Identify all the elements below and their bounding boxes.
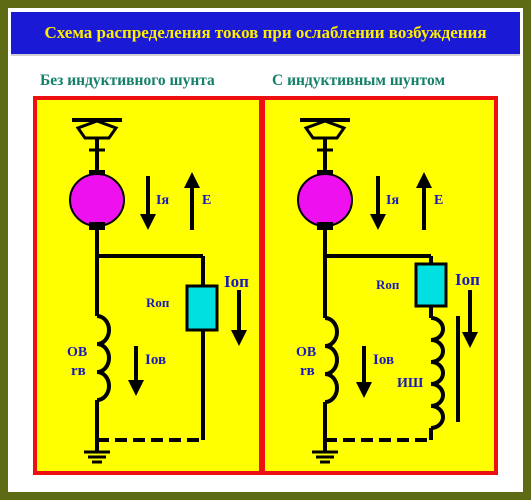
label-rv: rв (300, 363, 315, 379)
page-title: Схема распределения токов при ослаблении… (44, 23, 487, 42)
label-ov: ОВ (296, 345, 316, 360)
label-ov: ОВ (67, 345, 87, 360)
label-ish: ИШ (397, 376, 424, 391)
right-circuit: Iя E Rоп Iоп ОВ rв Iов ИШ (296, 118, 480, 464)
label-rop: Rоп (376, 277, 400, 292)
inductor-coil-icon (96, 314, 111, 402)
label-ia: Iя (156, 193, 169, 208)
label-iov: Iов (373, 352, 394, 368)
inductor-coil-icon (324, 316, 339, 404)
motor-icon (297, 170, 353, 230)
label-rop: Rоп (146, 295, 170, 310)
motor-icon (69, 170, 125, 230)
label-e: E (434, 193, 443, 208)
ground-icon (312, 440, 338, 464)
pantograph-icon (72, 118, 122, 172)
ground-icon (84, 440, 110, 464)
label-iop: Iоп (224, 272, 249, 291)
label-rv: rв (71, 363, 86, 379)
left-circuit: Iя E Rоп Iоп ОВ rв Iов (67, 118, 249, 464)
shunt-inductor-icon (430, 316, 445, 430)
label-iov: Iов (145, 352, 166, 368)
resistor-icon (185, 284, 219, 332)
label-e: E (202, 193, 211, 208)
label-ia: Iя (386, 193, 399, 208)
resistor-icon (414, 262, 448, 308)
left-panel-heading: Без индуктивного шунта (40, 72, 215, 89)
left-panel (33, 96, 263, 475)
pantograph-icon (300, 118, 350, 172)
title-bar: Схема распределения токов при ослаблении… (11, 12, 520, 56)
right-panel-heading: С индуктивным шунтом (272, 72, 446, 89)
label-iop: Iоп (455, 270, 480, 289)
